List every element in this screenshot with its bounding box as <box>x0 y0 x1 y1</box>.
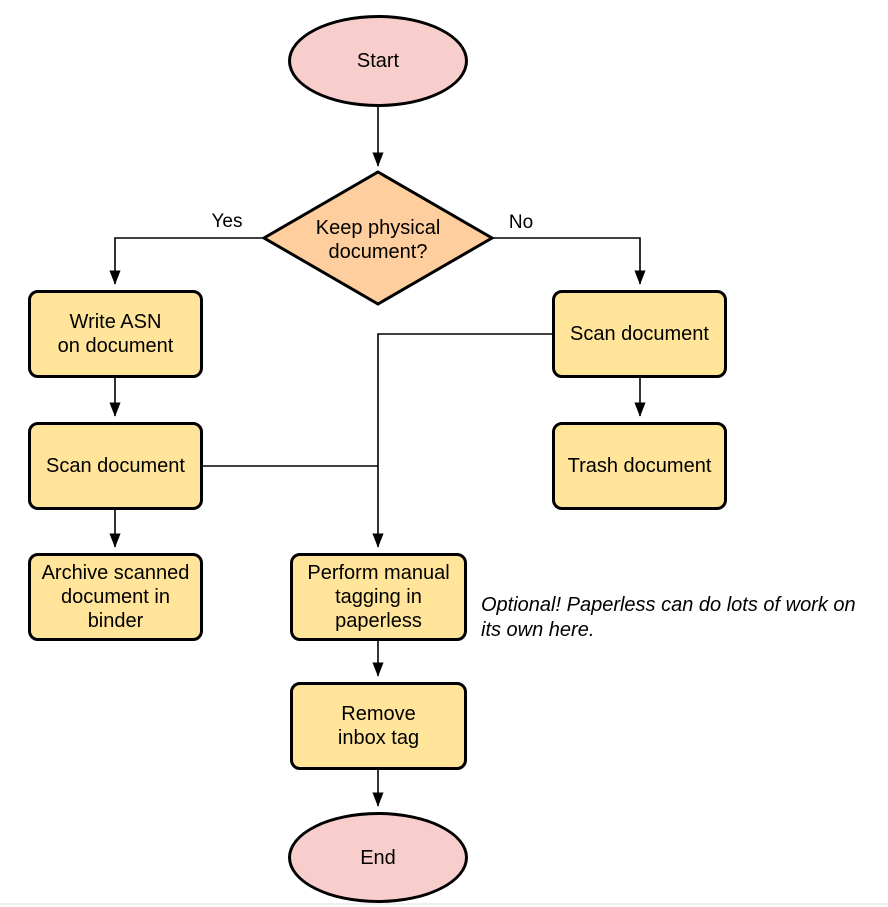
edge-decision-yes-to-write-asn <box>109 237 264 285</box>
edge-label-no: No <box>508 212 534 233</box>
decision-diamond-shape <box>261 170 495 306</box>
edge-label-yes: Yes <box>211 211 243 232</box>
node-remove-inbox-tag: Remove inbox tag <box>290 682 467 770</box>
edge-scan-right-to-tagging <box>372 333 552 548</box>
node-write-asn: Write ASN on document <box>28 290 203 378</box>
node-scan-document-right: Scan document <box>552 290 727 378</box>
node-trash-document: Trash document <box>552 422 727 510</box>
node-start: Start <box>288 15 468 107</box>
node-archive-binder: Archive scanned document in binder <box>28 553 203 641</box>
node-scan-document-left: Scan document <box>28 422 203 510</box>
node-manual-tagging: Perform manual tagging in paperless <box>290 553 467 641</box>
annotation-optional-note: Optional! Paperless can do lots of work … <box>481 594 856 641</box>
bottom-divider <box>0 903 888 905</box>
edge-decision-no-to-scan-right <box>492 237 646 285</box>
node-end: End <box>288 812 468 903</box>
node-decision-label: Keep physical document? <box>315 217 441 263</box>
